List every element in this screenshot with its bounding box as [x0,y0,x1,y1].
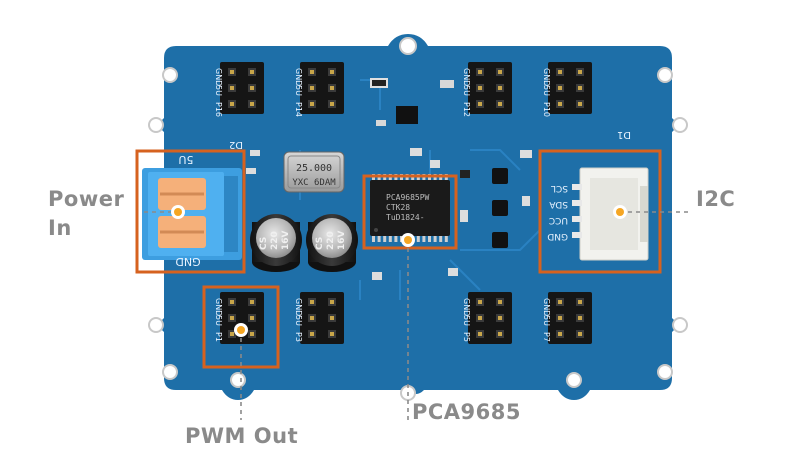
i2c-pin-sda: SDA [549,199,568,209]
pwm-callout-box [202,285,280,369]
bottom-header-6-label-1: 5U [542,315,551,326]
bottom-header-2-label-0: GND [294,298,303,316]
bottom-header-2-label-2: P3 [294,332,303,342]
pca-marking-2: CTK28 [386,203,410,212]
power-terminal-block [142,168,242,260]
top-header-2-label-1: 5U [294,85,303,96]
top-header-0-label-2: P16 [214,102,223,117]
bottom-header-0-label-1: 5U [214,315,223,326]
bottom-header-4-label-2: P5 [462,332,471,342]
power-5v-label: 5U [178,153,193,166]
pca-callout-box [362,174,458,250]
callout-leaders [144,211,692,420]
bottom-header-4-label-0: GND [462,298,471,316]
callout-dots [171,205,627,337]
cap-right-value: 220 [326,231,336,250]
bottom-header-0-label-2: P1 [214,332,223,342]
cap-right-voltage: 16V [337,230,347,250]
i2c-pin-scl: SCL [551,183,568,193]
smd-components [246,78,532,280]
top-header-2-label-0: GND [294,68,303,86]
power-in-label: Power [48,187,125,211]
i2c-label: I2C [696,187,736,211]
bottom-header-4-label-1: 5U [462,315,471,326]
bottom-header-6-label-2: P7 [542,332,551,342]
top-header-4-label-2: P12 [462,102,471,117]
i2c-grove-connector [572,167,649,261]
pca-marking-3: TuD1824- [386,213,425,222]
top-header-6-label-0: GND [542,68,551,86]
top-header-6-label-1: 5U [542,85,551,96]
pca-marking-1: PCA9685PW [386,193,430,202]
power-callout-box [135,149,246,274]
power-in-label-line2: In [48,216,72,240]
crystal-code: YXC 6DAM [292,178,336,188]
i2c-pin-gnd: GND [547,231,568,241]
crystal-oscillator [283,151,345,193]
d1-label: D1 [617,129,631,140]
power-gnd-label: GND [175,255,200,268]
cap-right-brand: CS [315,237,325,250]
cap-left-value: 220 [270,231,280,250]
pca9685-label: PCA9685 [412,400,522,424]
capacitor-left [250,214,302,272]
top-header-2-label-2: P14 [294,102,303,117]
top-header-6-label-2: P10 [542,102,551,117]
i2c-pin-vcc: UCC [549,215,568,225]
top-header-0-label-0: GND [214,68,223,86]
pwm-out-label: PWM Out [185,424,299,448]
top-header-0-label-1: 5U [214,85,223,96]
bottom-header-6-label-0: GND [542,298,551,316]
callout-boxes [135,149,662,369]
bottom-header-2-label-1: 5U [294,315,303,326]
top-header-4-label-0: GND [462,68,471,86]
capacitor-right [306,214,358,272]
cap-left-voltage: 16V [281,230,291,250]
crystal-frequency: 25.000 [296,163,332,174]
bottom-header-0-label-0: GND [214,298,223,316]
d2-label: D2 [229,139,243,150]
top-header-4-label-1: 5U [462,85,471,96]
cap-left-brand: CS [259,237,269,250]
